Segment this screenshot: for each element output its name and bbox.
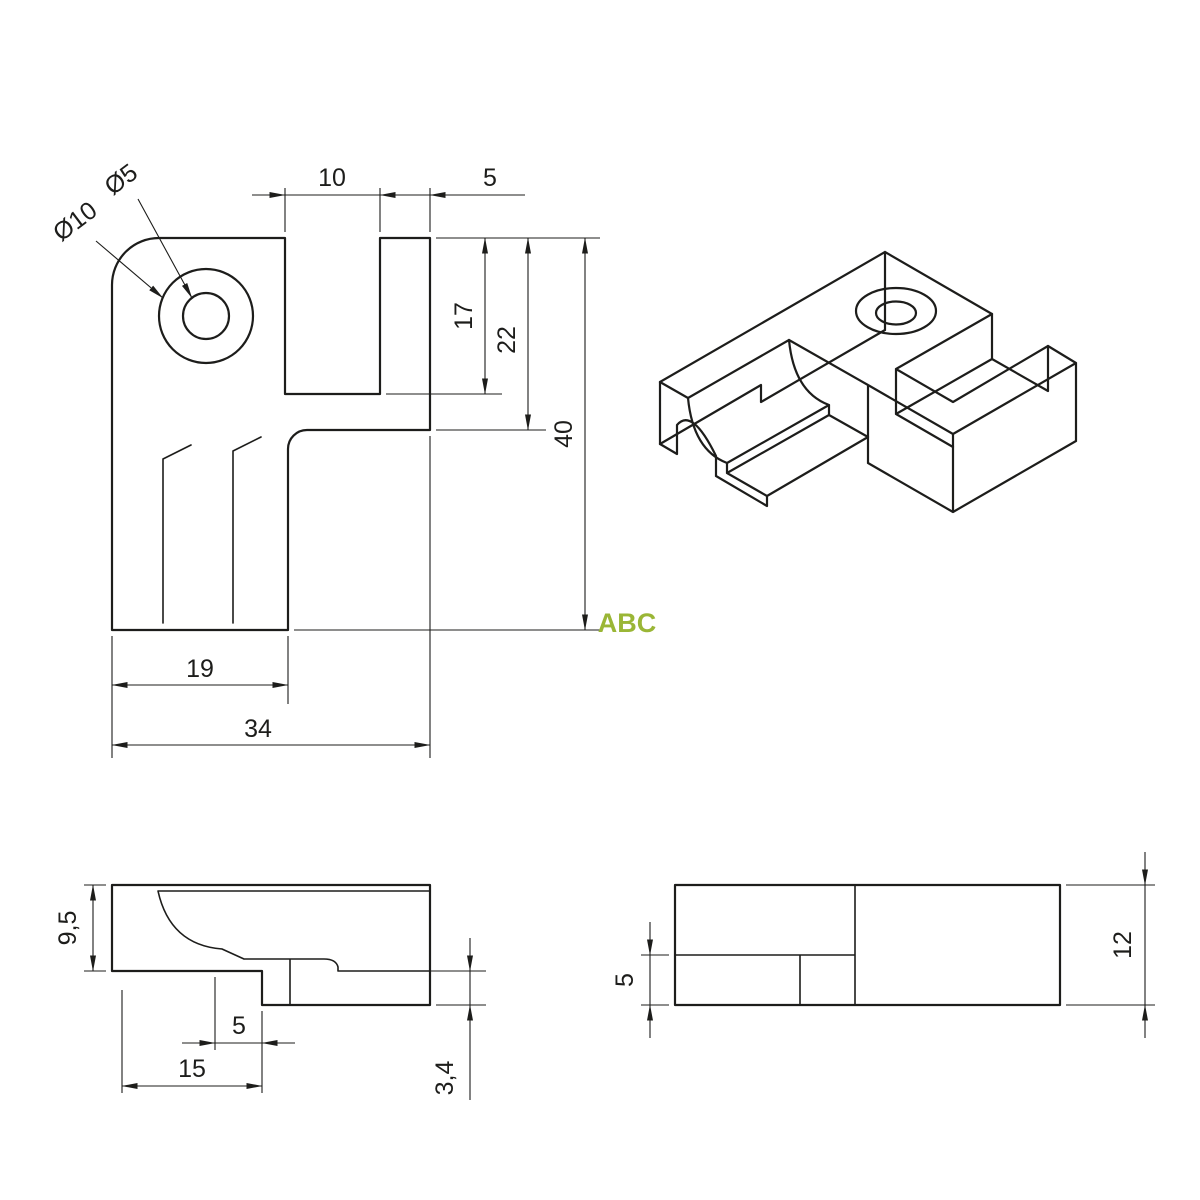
hole-inner-circle [181,291,231,341]
extension-lines [111,188,600,758]
extension-lines-front [84,884,486,1093]
iso-hook-edges [658,338,870,508]
label-tab-width: 5 [483,164,497,192]
label-hole-outer-dia: Ø10 [48,196,103,247]
iso-hole-outer [854,286,938,336]
label-recess-height: 5 [611,973,639,987]
label-leg-width: 19 [186,655,214,683]
label-slot-width: 10 [318,164,346,192]
label-hook-height: 9,5 [54,911,82,946]
front-outline [110,883,432,1007]
view-main: 10 5 17 22 40 19 34 Ø10 Ø5 [48,158,600,758]
part-outline [110,236,432,632]
watermark-text: ABC [598,608,657,638]
label-lip-height: 3,4 [431,1061,459,1096]
label-total-height: 12 [1109,931,1137,959]
extension-lines-side [641,884,1155,1006]
dimensions-front: 9,5 5 15 3,4 [54,884,486,1100]
dimensions-side: 5 12 [611,852,1155,1038]
side-outline [673,883,1062,1007]
hole-outer-circle [157,267,255,365]
view-front: 9,5 5 15 3,4 [54,883,486,1100]
iso-hole-inner [874,300,918,326]
label-block-depth: 22 [493,326,521,354]
leader-hole-inner [137,198,193,299]
label-lip-width: 5 [232,1012,246,1040]
label-hook-reach: 15 [178,1055,206,1083]
label-total-depth: 40 [550,420,578,448]
side-inner-edges [674,884,856,1006]
front-inner-edges [157,890,431,1006]
label-slot-depth: 17 [450,302,478,330]
iso-slot-edges [894,312,1050,449]
label-total-width: 34 [244,715,272,743]
view-side: 5 12 [611,852,1155,1038]
label-hole-inner-dia: Ø5 [99,158,142,200]
part-inner-edges [162,436,262,624]
iso-body-edges [658,250,1078,514]
leader-hole-outer [95,240,164,299]
view-isometric [658,250,1078,514]
